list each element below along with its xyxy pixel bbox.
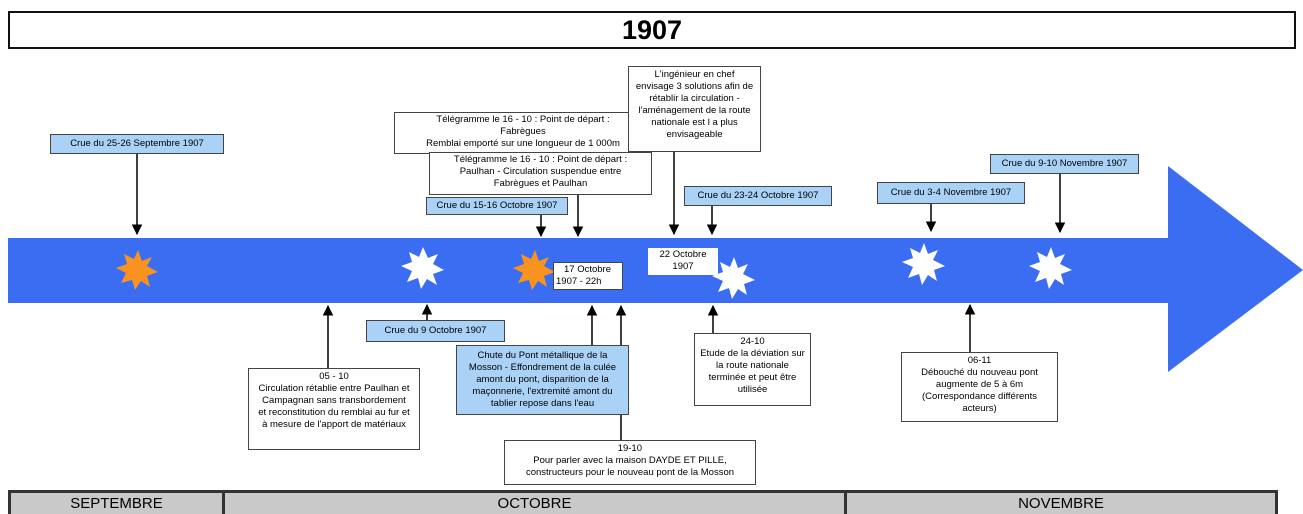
label-crue-9-10-nov: Crue du 9-10 Novembre 1907: [990, 154, 1139, 174]
box-chute-pont: Chute du Pont métallique de la Mosson - …: [456, 345, 629, 415]
e19-10-line1: Pour parler avec la maison DAYDE ET PILL…: [533, 455, 727, 466]
box-19-10: 19-10 Pour parler avec la maison DAYDE E…: [504, 440, 756, 485]
box-24-10: 24-10 Etude de la déviation sur la route…: [694, 333, 811, 406]
box-ingenieur: L'ingénieur en chef envisage 3 solutions…: [628, 66, 761, 152]
e24-10-date: 24-10: [740, 336, 765, 347]
timeline-title: 1907: [8, 11, 1296, 49]
telegramme-2-line1: Télégramme le 16 - 10 : Point de départ …: [453, 154, 628, 165]
e24-10-line2: la route nationale: [716, 360, 789, 371]
e24-10-line3: terminée et peut être: [708, 372, 797, 383]
burst-white-oct9: [401, 247, 444, 289]
label-oct17: 17 Octobre 1907 - 22h: [553, 262, 623, 290]
ingenieur-line6: envisageable: [666, 129, 723, 140]
telegramme-1-line2: Fabrègues: [500, 126, 546, 137]
oct22-line1: 22 Octobre: [659, 249, 707, 260]
e24-10-line4: utilisée: [737, 384, 768, 395]
burst-white-oct23: [712, 257, 755, 299]
label-crue-sept-text: Crue du 25-26 Septembre 1907: [70, 138, 204, 149]
label-crue-sept: Crue du 25-26 Septembre 1907: [50, 134, 224, 154]
label-crue-9-oct-text: Crue du 9 Octobre 1907: [384, 325, 487, 336]
month-september: SEPTEMBRE: [8, 490, 225, 514]
burst-orange-september: [116, 250, 158, 290]
label-crue-15-16-text: Crue du 15-16 Octobre 1907: [436, 200, 558, 211]
label-crue-23-24: Crue du 23-24 Octobre 1907: [684, 186, 832, 206]
e05-10-date: 05 - 10: [319, 371, 349, 382]
label-crue-3-4-nov-text: Crue du 3-4 Novembre 1907: [890, 187, 1012, 198]
e05-10-line2: Campagnan sans transbordement: [262, 395, 406, 406]
e06-11-line2: augmente de 5 à 6m: [935, 379, 1024, 390]
telegramme-2-line3: Fabrègues et Paulhan: [493, 178, 588, 189]
label-crue-3-4-nov: Crue du 3-4 Novembre 1907: [877, 182, 1025, 204]
ingenieur-line5: nationale est l a plus: [651, 117, 738, 128]
ingenieur-line1: L'ingénieur en chef: [654, 69, 735, 80]
e05-10-line4: à mesure de l'apport de matériaux: [262, 419, 406, 430]
burst-white-nov9: [1029, 247, 1072, 289]
burst-orange-oct15: [513, 250, 555, 290]
month-november: NOVEMBRE: [847, 490, 1278, 514]
e06-11-date: 06-11: [967, 355, 992, 366]
e19-10-line2: constructeurs pour le nouveau pont de la…: [525, 467, 735, 478]
box-06-11: 06-11 Débouché du nouveau pont augmente …: [901, 352, 1058, 422]
box-telegramme-paulhan: Télégramme le 16 - 10 : Point de départ …: [429, 152, 652, 195]
e05-10-line3: et reconstitution du remblai au fur et: [258, 407, 410, 418]
e06-11-line3: (Correspondance différents: [922, 391, 1037, 402]
month-bar: SEPTEMBRE OCTOBRE NOVEMBRE: [8, 490, 1278, 514]
chute-line1: Chute du Pont métallique de la: [477, 350, 608, 361]
chute-line4: maçonnerie, l'extremité amont du: [472, 386, 613, 397]
chute-line5: tablier repose dans l'eau: [490, 398, 595, 409]
oct17-line1: 17 Octobre: [564, 264, 611, 275]
telegramme-1-line1: Télégramme le 16 - 10 : Point de départ …: [436, 114, 610, 125]
telegramme-1-line3: Remblai emporté sur une longueur de 1 00…: [426, 138, 620, 149]
ingenieur-line3: rétablir la circulation -: [649, 93, 740, 104]
month-october: OCTOBRE: [225, 490, 847, 514]
e06-11-line4: acteurs): [962, 403, 997, 414]
oct17-line2: 1907 - 22h: [556, 276, 602, 287]
label-crue-9-10-nov-text: Crue du 9-10 Novembre 1907: [1001, 158, 1128, 169]
ingenieur-line4: l'aménagement de la route: [638, 105, 751, 116]
label-crue-9-oct: Crue du 9 Octobre 1907: [366, 320, 505, 342]
burst-white-nov3: [902, 243, 945, 285]
box-telegramme-fabregues: Télégramme le 16 - 10 : Point de départ …: [394, 112, 652, 154]
label-crue-15-16: Crue du 15-16 Octobre 1907: [426, 197, 568, 215]
box-05-10: 05 - 10 Circulation rétablie entre Paulh…: [248, 368, 420, 450]
telegramme-2-line2: Paulhan - Circulation suspendue entre: [459, 166, 622, 177]
label-crue-23-24-text: Crue du 23-24 Octobre 1907: [697, 190, 819, 201]
oct22-line2: 1907: [672, 261, 694, 272]
label-oct22: 22 Octobre 1907: [648, 248, 718, 275]
chute-line3: amont du pont, disparition de la: [476, 374, 609, 385]
e24-10-line1: Etude de la déviation sur: [700, 348, 805, 359]
e06-11-line1: Débouché du nouveau pont: [921, 367, 1038, 378]
e05-10-line1: Circulation rétablie entre Paulhan et: [258, 383, 410, 394]
chute-line2: Mosson - Effondrement de la culée: [468, 362, 617, 373]
ingenieur-line2: envisage 3 solutions afin de: [635, 81, 754, 92]
e19-10-date: 19-10: [617, 443, 642, 454]
